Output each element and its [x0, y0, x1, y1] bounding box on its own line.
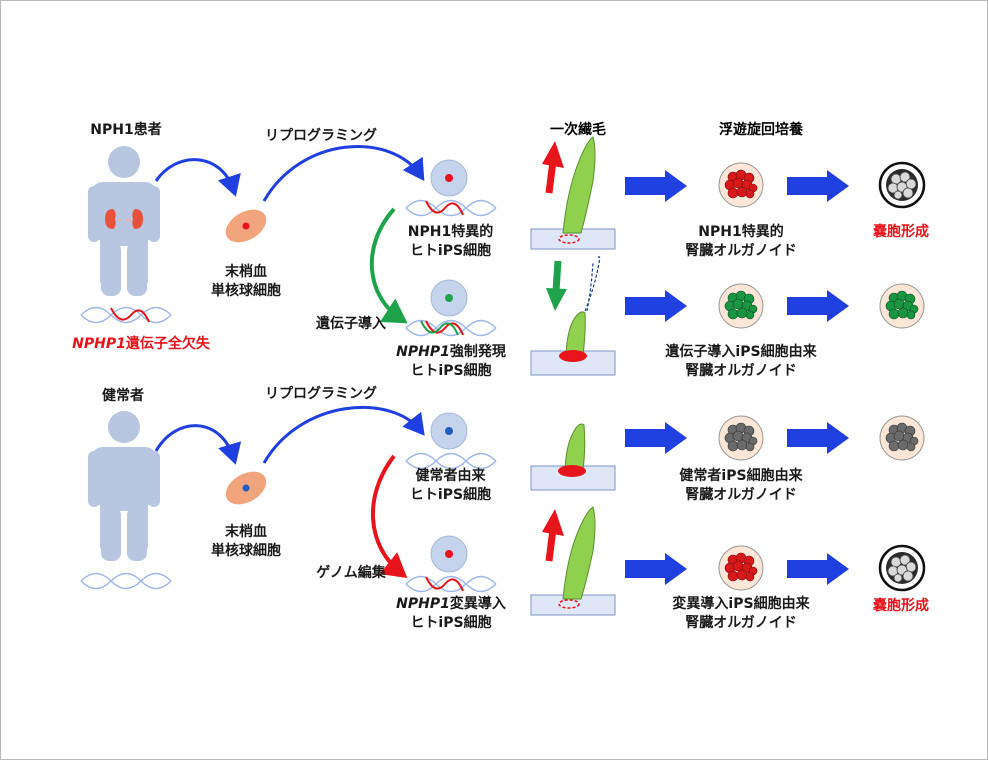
- mutant-organoid-label: 変異導入iPS細胞由来 腎臓オルガノイド: [641, 595, 841, 633]
- rescued-ips-label: NPHP1強制発現 ヒトiPS細胞: [381, 343, 521, 381]
- healthy-ips-label: 健常者由来 ヒトiPS細胞: [393, 467, 508, 505]
- cilium-healthy: [530, 423, 616, 491]
- gene-transfer-arrow: [369, 207, 408, 324]
- arrow-to-organoid-4: [625, 553, 687, 585]
- cilium-mutant: [530, 506, 616, 616]
- organoid-rescued-final: [879, 283, 925, 329]
- healthy-blood-label: 末梢血 単核球細胞: [191, 523, 301, 561]
- healthy-organoid-label: 健常者iPS細胞由来 腎臓オルガノイド: [646, 467, 836, 505]
- healthy-reprogramming-arrow: [262, 405, 425, 464]
- patient-ips-line1: NPH1特異的: [407, 224, 494, 240]
- healthy-blood-line2: 単核球細胞: [211, 543, 281, 559]
- patient-gene-rest: 遺伝子全欠失: [125, 336, 210, 352]
- cilium-rescued: [530, 256, 616, 376]
- organoid-healthy: [718, 415, 764, 461]
- organoid-rescued: [718, 283, 764, 329]
- organoid-patient: [718, 162, 764, 208]
- gene-transfer-label: 遺伝子導入: [316, 316, 386, 332]
- rescued-organoid-label: 遺伝子導入iPS細胞由来 腎臓オルガノイド: [636, 343, 846, 381]
- cilium-patient: [530, 136, 616, 250]
- healthy-reprogramming-label: リプログラミング: [265, 386, 377, 402]
- patient-organoid-label: NPH1特異的 腎臓オルガノイド: [666, 223, 816, 261]
- organoid-mutant: [718, 545, 764, 591]
- patient-dna-icon: [80, 306, 172, 324]
- cyst-mutant: [878, 544, 926, 592]
- patient-blood-line2: 単核球細胞: [211, 283, 281, 299]
- patient-reprogramming-label: リプログラミング: [265, 128, 377, 144]
- patient-ips-line2: ヒトiPS細胞: [409, 243, 492, 259]
- healthy-organoid-line2: 腎臓オルガノイド: [685, 487, 797, 503]
- healthy-figure: [88, 411, 160, 561]
- healthy-title: 健常者: [102, 388, 144, 404]
- mutant-ips-italic: NPHP1: [396, 596, 450, 612]
- arrow-to-organoid-1: [625, 170, 687, 202]
- healthy-dna-icon: [80, 572, 172, 590]
- rescued-ips-cell: [405, 279, 497, 337]
- mutant-ips-label: NPHP1変異導入 ヒトiPS細胞: [381, 595, 521, 633]
- patient-blood-label: 末梢血 単核球細胞: [191, 263, 301, 301]
- arrow-to-organoid-2: [625, 290, 687, 322]
- patient-to-blood-arrow: [154, 158, 241, 197]
- rescued-organoid-line1: 遺伝子導入iPS細胞由来: [665, 344, 817, 360]
- patient-gene-label: NPHP1遺伝子全欠失: [41, 335, 241, 354]
- cilia-header: 一次繊毛: [550, 122, 606, 138]
- genome-edit-label: ゲノム編集: [316, 565, 386, 581]
- mutant-organoid-line2: 腎臓オルガノイド: [685, 615, 797, 631]
- genome-edit-arrow: [370, 454, 408, 578]
- patient-gene-italic: NPHP1: [72, 336, 126, 352]
- healthy-organoid-line1: 健常者iPS細胞由来: [679, 468, 803, 484]
- patient-blood-line1: 末梢血: [225, 264, 267, 280]
- rescued-ips-rest: 強制発現: [449, 344, 506, 360]
- healthy-ips-line1: 健常者由来: [415, 468, 486, 484]
- rescued-ips-italic: NPHP1: [396, 344, 450, 360]
- mutant-ips-line2: ヒトiPS細胞: [410, 615, 492, 631]
- culture-header: 浮遊旋回培養: [719, 122, 803, 138]
- arrow-to-cyst-1: [787, 170, 849, 202]
- patient-figure: [88, 146, 160, 296]
- arrow-to-final-3: [787, 422, 849, 454]
- rescued-organoid-line2: 腎臓オルガノイド: [685, 363, 797, 379]
- patient-cyst-label: 嚢胞形成: [873, 224, 929, 240]
- healthy-ips-line2: ヒトiPS細胞: [409, 487, 492, 503]
- patient-ips-cell: [405, 159, 497, 217]
- mutant-ips-rest: 変異導入: [449, 596, 506, 612]
- mutant-cyst-label: 嚢胞形成: [873, 598, 929, 614]
- arrow-to-cyst-4: [787, 553, 849, 585]
- patient-ips-label: NPH1特異的 ヒトiPS細胞: [393, 223, 508, 261]
- patient-title: NPH1患者: [90, 122, 162, 138]
- patient-organoid-line1: NPH1特異的: [698, 224, 784, 240]
- arrow-to-organoid-3: [625, 422, 687, 454]
- mutant-ips-cell: [405, 535, 497, 593]
- patient-reprogramming-arrow: [262, 145, 425, 202]
- patient-organoid-line2: 腎臓オルガノイド: [685, 243, 797, 259]
- healthy-to-blood-arrow: [154, 424, 242, 465]
- healthy-ips-cell: [405, 412, 497, 470]
- arrow-to-final-2: [787, 290, 849, 322]
- cyst-patient: [878, 161, 926, 209]
- organoid-healthy-final: [879, 415, 925, 461]
- healthy-blood-line1: 末梢血: [225, 524, 267, 540]
- mutant-organoid-line1: 変異導入iPS細胞由来: [672, 596, 810, 612]
- rescued-ips-line2: ヒトiPS細胞: [410, 363, 492, 379]
